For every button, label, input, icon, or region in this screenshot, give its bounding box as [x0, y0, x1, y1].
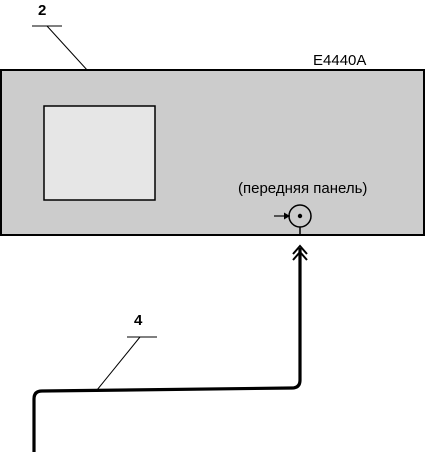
callout-leader-cable: [96, 336, 141, 391]
callout-label-cable: 4: [134, 312, 143, 329]
rf-input-port: [274, 204, 312, 236]
callout-label-instrument: 2: [38, 2, 46, 19]
front-panel-caption: (передняя панель): [238, 180, 367, 197]
instrument-model-label: E4440A: [313, 52, 366, 69]
instrument-screen: [43, 105, 156, 201]
callout-leader-instrument: [46, 25, 89, 72]
port-arrow-head-icon: [284, 212, 290, 220]
port-center-pin: [297, 213, 303, 219]
cable: [32, 248, 302, 452]
